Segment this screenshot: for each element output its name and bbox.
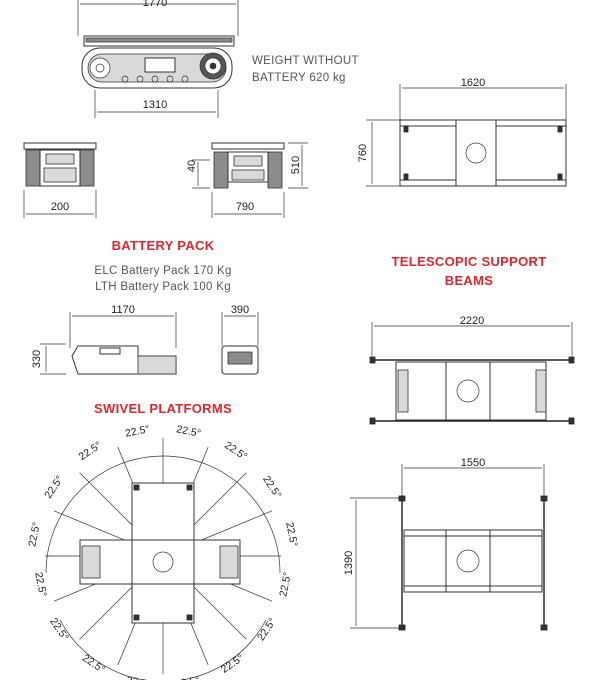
dim-battery-height: 330 bbox=[31, 350, 43, 368]
swivel-angle-label: 22.5° bbox=[26, 521, 43, 548]
dim-track-width: 200 bbox=[51, 201, 69, 213]
dim-plan-width: 1620 bbox=[461, 77, 485, 89]
swivel-angle-label: 22.5° bbox=[47, 616, 71, 643]
swivel-angle-label: 22.5° bbox=[32, 571, 49, 598]
swivel-section: SWIVEL PLATFORMS 22.5° 22.5° 22.5° 22.5° 22.… bbox=[26, 401, 300, 680]
swivel-angle-label: 22.5° bbox=[175, 423, 202, 440]
battery-elc: ELC Battery Pack 170 Kg bbox=[94, 265, 231, 277]
dim-retracted-width: 2220 bbox=[460, 315, 484, 327]
dim-extended-height: 1390 bbox=[343, 551, 355, 575]
telescopic-extended-drawing: 1550 1390 bbox=[343, 457, 548, 631]
dim-battery-length: 1170 bbox=[111, 304, 135, 316]
swivel-angle-label: 22.5° bbox=[255, 616, 279, 643]
swivel-angle-label: 22.5° bbox=[260, 474, 284, 501]
telescopic-heading-1: TELESCOPIC SUPPORT bbox=[392, 254, 547, 269]
swivel-angle-label: 22.5° bbox=[219, 652, 246, 676]
front-view-wide: 40 510 790 bbox=[186, 142, 308, 218]
swivel-angle-label: 22.5° bbox=[80, 652, 107, 676]
dim-top-width: 1770 bbox=[143, 0, 167, 9]
telescopic-section: TELESCOPIC SUPPORT BEAMS 2220 bbox=[369, 254, 575, 425]
swivel-angle-label: 22.5° bbox=[42, 474, 66, 501]
swivel-angle-label: 22.5° bbox=[277, 571, 294, 598]
battery-pack-heading: BATTERY PACK bbox=[112, 238, 215, 253]
swivel-angle-label: 22.5° bbox=[125, 674, 152, 680]
dim-extended-width: 1550 bbox=[461, 457, 485, 469]
side-view-drawing: 1770 1310 WEIGHT WITHOUT BATTERY 620 kg bbox=[77, 0, 359, 118]
telescopic-heading-2: BEAMS bbox=[445, 273, 493, 288]
dim-battery-width: 390 bbox=[231, 304, 249, 316]
plan-view-drawing: 1620 760 bbox=[357, 77, 567, 187]
swivel-angle-label: 22.5° bbox=[174, 674, 201, 680]
dim-plan-height: 760 bbox=[357, 144, 369, 162]
battery-pack-section: BATTERY PACK ELC Battery Pack 170 Kg LTH… bbox=[31, 238, 259, 375]
swivel-angle-label: 22.5° bbox=[222, 439, 249, 463]
dim-clearance: 40 bbox=[186, 160, 198, 172]
swivel-heading: SWIVEL PLATFORMS bbox=[94, 401, 232, 416]
weight-line-1: WEIGHT WITHOUT bbox=[252, 55, 359, 67]
dim-bottom-width: 1310 bbox=[143, 99, 167, 111]
swivel-angle-label: 22.5° bbox=[77, 439, 104, 463]
battery-lth: LTH Battery Pack 100 Kg bbox=[95, 281, 231, 293]
swivel-angle-label: 22.5° bbox=[283, 521, 300, 548]
dim-height: 510 bbox=[290, 156, 302, 174]
front-view-narrow: 200 bbox=[23, 142, 97, 218]
weight-line-2: BATTERY 620 kg bbox=[252, 72, 346, 84]
dim-width: 790 bbox=[236, 201, 254, 213]
swivel-angle-label: 22.5° bbox=[124, 423, 151, 440]
